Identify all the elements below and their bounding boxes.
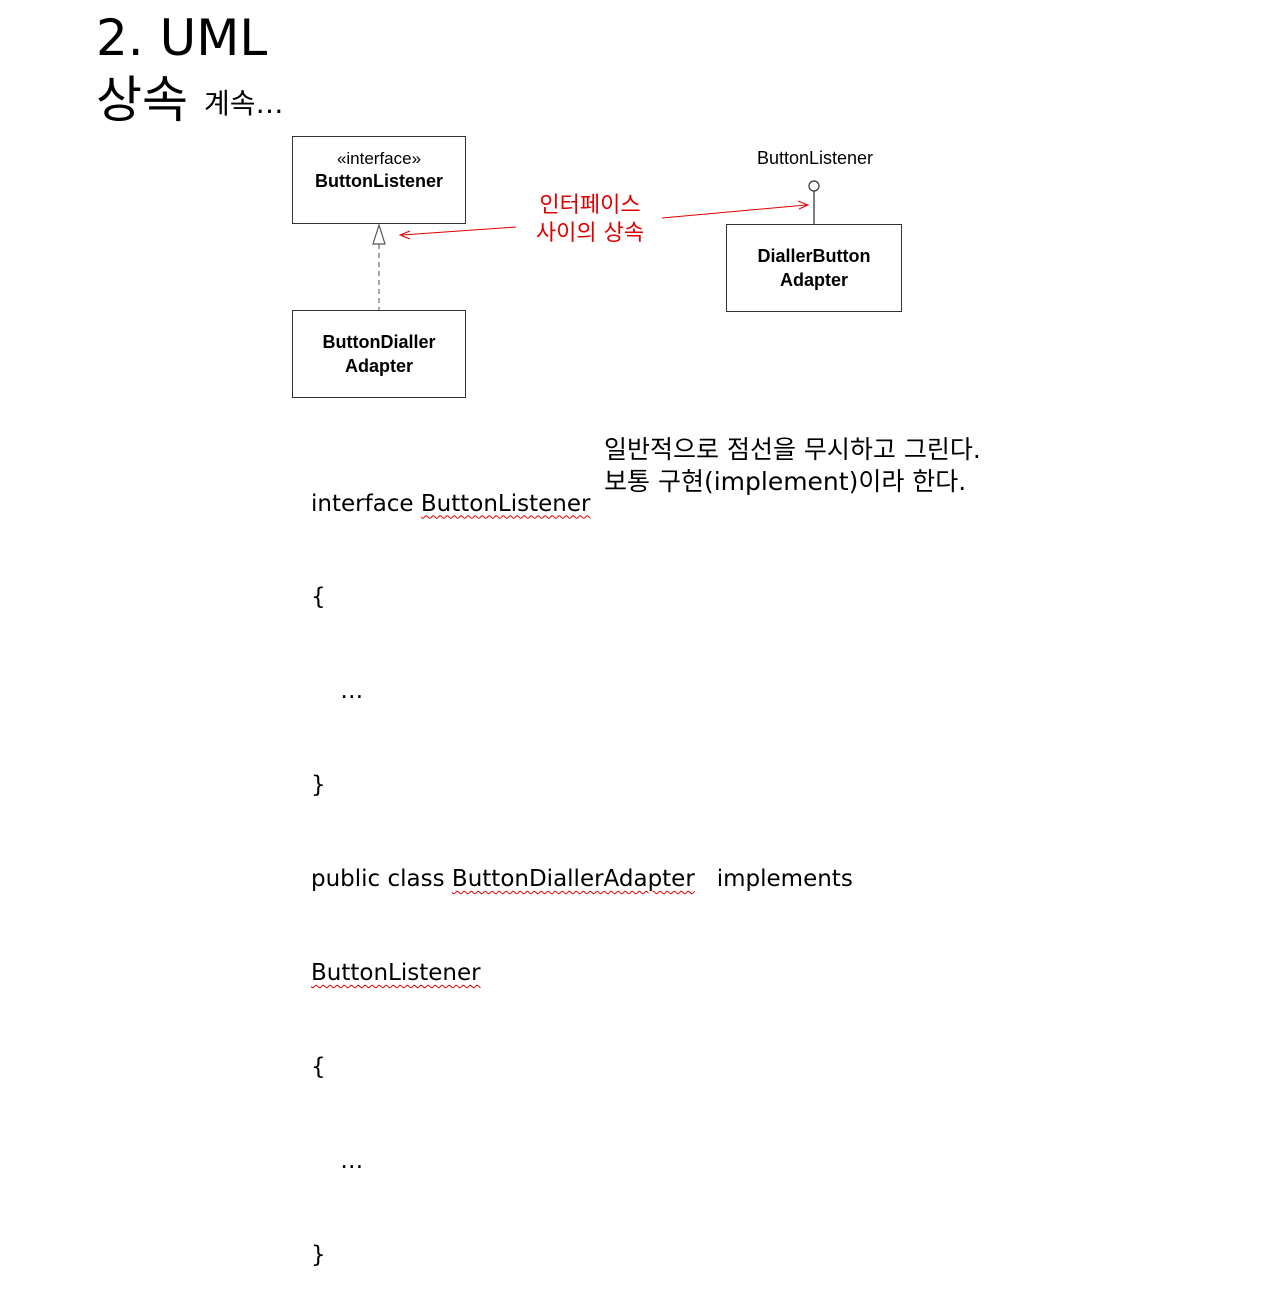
annotation-arrowhead-left xyxy=(398,230,411,240)
button-dialler-adapter-box: ButtonDialler Adapter xyxy=(292,310,466,398)
dialler-button-adapter-box: DiallerButton Adapter xyxy=(726,224,902,312)
code-line-5: public class ButtonDiallerAdapter implem… xyxy=(311,864,853,895)
lollipop-interface-label: ButtonListener xyxy=(756,148,874,168)
bda-name-line1: ButtonDialler xyxy=(322,332,436,352)
realization-arrowhead xyxy=(372,223,386,245)
code-line-3: … xyxy=(311,678,364,705)
dba-name-line1: DiallerButton xyxy=(757,246,871,266)
code-line-2: { xyxy=(311,584,326,611)
annotation-arrow-left xyxy=(401,226,517,236)
code-line-4: } xyxy=(311,772,326,799)
explanation-note: 일반적으로 점선을 무시하고 그린다. 보통 구현(implement)이라 한… xyxy=(604,434,981,498)
code-keyword: public class xyxy=(311,866,452,893)
code-line-8: … xyxy=(311,1147,364,1174)
interface-stereotype: «interface» xyxy=(336,149,422,168)
annotation-line2: 사이의 상속 xyxy=(535,221,645,246)
code-keyword: implements xyxy=(694,866,853,893)
code-sample: interface ButtonListener { … } public cl… xyxy=(311,426,853,1302)
interface-name: ButtonListener xyxy=(315,171,443,191)
code-line-7: { xyxy=(311,1053,326,1080)
code-line-9: } xyxy=(311,1241,326,1268)
note-line1: 일반적으로 점선을 무시하고 그린다. xyxy=(604,435,981,464)
inheritance-annotation: 인터페이스 사이의 상속 xyxy=(520,192,660,248)
annotation-arrow-right xyxy=(661,204,807,219)
code-keyword: interface xyxy=(311,490,421,517)
dba-name-line2: Adapter xyxy=(779,270,848,290)
annotation-line1: 인터페이스 xyxy=(539,193,641,218)
slide-subtitle: 상속 계속… xyxy=(96,70,284,134)
subtitle-continued: 계속… xyxy=(204,87,284,120)
code-line-1: interface ButtonListener xyxy=(311,489,853,520)
note-line2: 보통 구현(implement)이라 한다. xyxy=(604,467,967,496)
lollipop-circle xyxy=(808,180,820,192)
annotation-arrowhead-right xyxy=(797,200,810,210)
subtitle-main: 상속 xyxy=(96,71,188,129)
bda-name-line2: Adapter xyxy=(344,356,413,376)
code-identifier: ButtonListener xyxy=(420,490,591,517)
code-line-6: ButtonListener xyxy=(311,958,853,989)
code-identifier: ButtonListener xyxy=(311,960,481,987)
code-identifier: ButtonDiallerAdapter xyxy=(451,866,695,893)
slide-title: 2. UML xyxy=(96,9,268,67)
interface-button-listener-box: «interface» ButtonListener xyxy=(292,136,466,224)
uml-connectors xyxy=(372,180,820,310)
